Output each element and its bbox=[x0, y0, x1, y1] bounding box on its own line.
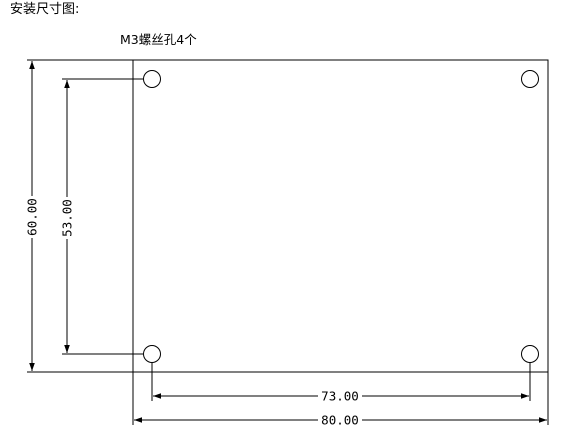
page-title: 安装尺寸图: bbox=[10, 2, 80, 17]
overall-height-label: 60.00 bbox=[25, 198, 40, 236]
board-outline bbox=[132, 59, 549, 373]
hole-callout-label: M3螺丝孔4个 bbox=[120, 32, 197, 47]
overall-width-label: 80.00 bbox=[321, 413, 359, 428]
hole-horizontal-spacing-dimension: 73.00 bbox=[151, 363, 531, 404]
mounting-hole-top-left bbox=[143, 70, 161, 88]
mounting-hole-bottom-right bbox=[521, 345, 539, 363]
mounting-hole-bottom-left bbox=[143, 345, 161, 363]
hole-vertical-spacing-label: 53.00 bbox=[60, 199, 75, 237]
overall-height-dimension: 60.00 bbox=[25, 59, 133, 373]
overall-width-dimension: 80.00 bbox=[132, 372, 549, 428]
hole-vertical-spacing-dimension: 53.00 bbox=[60, 78, 143, 355]
hole-horizontal-spacing-label: 73.00 bbox=[321, 389, 359, 404]
mounting-hole-top-right bbox=[521, 70, 539, 88]
